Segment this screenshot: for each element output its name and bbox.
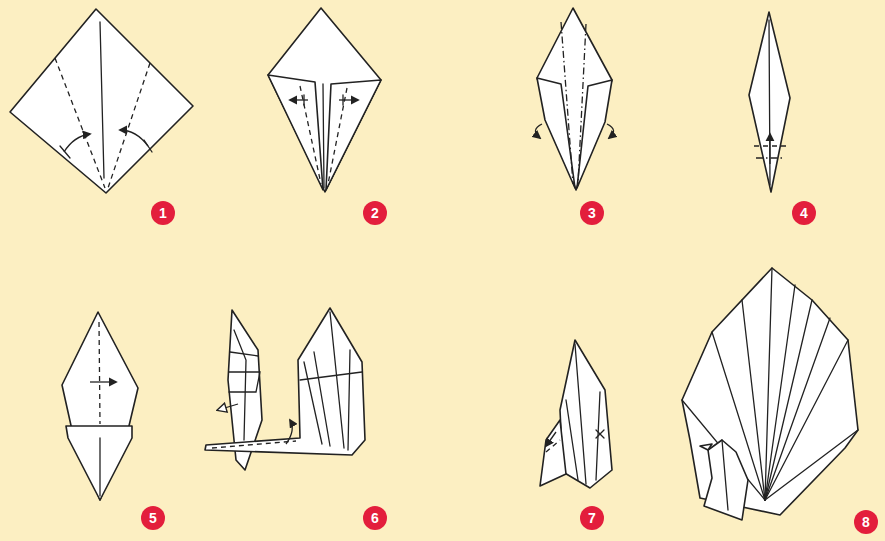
step-two-kite [268,8,381,192]
step-one-square-part [60,146,70,158]
step-six-pieces-part [304,362,322,444]
step-six-pieces-part [330,312,344,448]
step-six-pieces [205,308,365,470]
step-seven-shape-part [546,440,560,452]
step-one-square-part [55,58,105,188]
step-seven-shape-part [596,430,604,438]
step-four-kite [749,12,790,192]
step-three-kite-part [561,22,573,184]
step-five-kite-part [99,438,100,496]
callout-number: 2 [363,201,387,225]
step-seven-shape-part [575,344,586,484]
step-seven-shape [540,340,612,488]
callout-number: 6 [363,506,387,530]
step-four-kite-part [769,134,770,164]
step-five-kite-part [62,312,138,500]
step-eight-peacock-part [765,430,858,500]
step-one-square-part [108,63,150,188]
step-two-kite-part [326,80,381,190]
step-seven-shape-part [540,420,566,486]
step-three-kite-part [537,8,612,190]
step-five-kite-part [90,381,116,382]
step-three-kite-part [537,78,575,188]
step-seven-shape-part [566,400,578,480]
step-two-kite-part [268,75,323,190]
step-three-kite-part [535,124,542,138]
step-one-square [10,9,193,193]
step-eight-peacock-part [765,285,795,500]
step-eight-peacock-part [722,440,728,510]
callout-number: 8 [854,510,878,534]
step-one-square-part [100,22,104,178]
step-two-kite-part [303,95,304,105]
step-four-kite-part [769,20,770,185]
step-six-pieces-part [286,420,292,444]
step-eight-peacock-part [742,300,765,500]
step-two-kite-part [342,95,343,105]
step-eight-peacock-part [765,318,830,500]
step-two-kite-part [268,8,381,192]
step-one-square-part [120,130,148,146]
step-six-pieces-part [348,350,350,450]
step-one-square-part [10,9,193,193]
step-seven-shape-part [596,430,604,438]
step-eight-peacock-part [704,440,748,520]
step-eight-peacock [682,268,858,520]
step-eight-peacock-part [765,268,772,500]
step-two-kite-part [300,86,321,184]
step-two-kite-part [290,99,308,100]
callout-number: 1 [151,201,175,225]
step-eight-peacock-part [765,340,848,500]
callout-number: 4 [792,201,816,225]
step-five-kite-part [99,322,100,424]
step-six-pieces-part [300,372,362,380]
step-six-pieces-part [234,330,246,440]
step-five-kite [62,312,138,500]
step-six-pieces-part [205,308,365,455]
step-five-kite-part [66,426,132,500]
step-six-pieces-part [218,404,238,410]
callout-number: 7 [580,506,604,530]
step-three-kite-part [578,24,586,184]
step-two-kite-part [323,84,324,188]
step-six-pieces-part [314,352,330,446]
step-three-kite-part [607,124,614,138]
step-one-square-part [64,134,90,152]
step-eight-peacock-part [700,444,712,450]
step-seven-shape-part [546,432,556,446]
callout-number: 5 [141,506,165,530]
step-three-kite-part [577,80,612,188]
step-eight-peacock-part [682,268,858,515]
step-two-kite-part [339,99,358,100]
step-six-pieces-part [229,372,260,392]
step-two-kite-part [328,88,347,184]
step-four-kite-part [749,12,790,192]
callout-number: 3 [580,201,604,225]
step-six-pieces-part [212,441,296,448]
step-one-square-part [144,140,152,152]
step-three-kite [535,8,613,190]
step-seven-shape-part [560,340,612,488]
